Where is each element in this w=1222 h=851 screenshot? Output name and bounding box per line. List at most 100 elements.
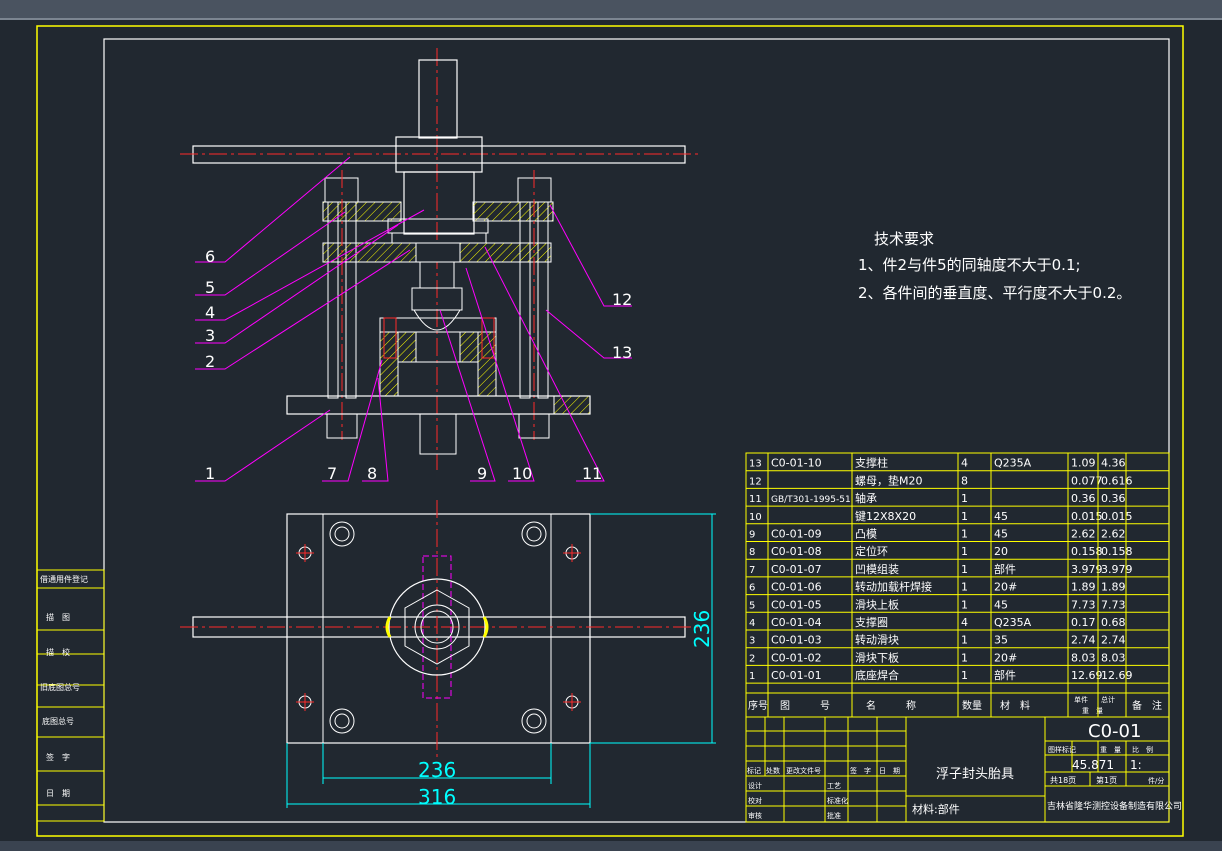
bom-cell: 0.158 xyxy=(1101,545,1133,558)
dim-inner: 236 xyxy=(418,758,456,782)
bom-cell: GB/T301-1995-51 xyxy=(771,495,851,505)
bom-cell: 20# xyxy=(994,581,1017,594)
bom-cell: 8.03 xyxy=(1101,651,1126,664)
bom-cell: 0.36 xyxy=(1071,492,1096,505)
balloon-8: 8 xyxy=(367,464,377,483)
balloon-7: 7 xyxy=(327,464,337,483)
balloon-5: 5 xyxy=(205,278,215,297)
technical-requirements: 技术要求 1、件2与件5的同轴度不大于0.1; 2、各件间的垂直度、平行度不大于… xyxy=(858,230,1131,302)
bom-cell: 部件 xyxy=(994,562,1016,576)
side-label: 日 期 xyxy=(46,789,70,798)
bom-cell: C0-01-09 xyxy=(771,528,822,541)
bom-cell: 螺母，垫M20 xyxy=(855,473,923,487)
weight-label: 重 量 xyxy=(1100,746,1121,754)
title-block[interactable] xyxy=(745,716,1170,823)
bom-cell: 1 xyxy=(961,598,968,611)
bom-cell: 11 xyxy=(749,494,762,505)
bom-cell: 转动加载杆焊接 xyxy=(855,580,932,594)
bom-cell: 转动滑块 xyxy=(855,633,899,647)
bom-cell: 滑块上板 xyxy=(855,597,899,611)
bom-cell: 2.74 xyxy=(1071,634,1096,647)
balloon-9: 9 xyxy=(477,464,487,483)
product-name: 浮子封头胎具 xyxy=(936,767,1014,782)
bom-cell: 5 xyxy=(749,600,755,611)
tech-line-1: 1、件2与件5的同轴度不大于0.1; xyxy=(858,256,1081,274)
balloon-10: 10 xyxy=(512,464,532,483)
balloon-13: 13 xyxy=(612,343,632,362)
bom-cell: 7 xyxy=(749,565,755,576)
rev-label: 日 期 xyxy=(879,767,900,775)
bom-cell: 3.979 xyxy=(1071,563,1103,576)
bom-cell: 45 xyxy=(994,598,1008,611)
bom-cell: 2.62 xyxy=(1071,528,1096,541)
bom-cell: 1.09 xyxy=(1071,457,1096,470)
bom-cell: 定位环 xyxy=(855,544,888,558)
bom-cell: 13 xyxy=(749,459,762,470)
bom-cell: 凸模 xyxy=(855,528,877,541)
bom-cell: 1 xyxy=(961,545,968,558)
bom-cell: 6 xyxy=(749,583,755,594)
bom-cell: 0.015 xyxy=(1101,510,1133,523)
front-view[interactable] xyxy=(180,48,700,470)
balloon-3: 3 xyxy=(205,326,215,345)
bom-cell: 35 xyxy=(994,634,1008,647)
bom-cell: 4 xyxy=(749,618,755,629)
outer-frame xyxy=(36,25,1184,837)
company-name: 吉林省隆华测控设备制造有限公司 xyxy=(1047,800,1182,812)
top-view[interactable] xyxy=(180,500,700,760)
side-label: 描 图 xyxy=(46,612,70,622)
bom-cell: C0-01-08 xyxy=(771,545,822,558)
balloon-2: 2 xyxy=(205,352,215,371)
role-label: 设计 xyxy=(748,781,762,790)
stage-label: 图样标记 xyxy=(1048,745,1076,754)
bom-cell: 4 xyxy=(961,616,968,629)
bom-cell: C0-01-07 xyxy=(771,563,822,576)
bom-cell: C0-01-04 xyxy=(771,616,822,629)
bom-cell: 滑块下板 xyxy=(855,650,899,664)
bom-cell: C0-01-06 xyxy=(771,581,822,594)
bom-cell: 3.979 xyxy=(1101,563,1133,576)
bom-cell: 1 xyxy=(961,528,968,541)
total-weight: 45.871 xyxy=(1072,758,1114,772)
bom-cell: 1 xyxy=(961,581,968,594)
bom-cell: 0.68 xyxy=(1101,616,1126,629)
bom-cell: 键12X8X20 xyxy=(855,509,916,523)
dim-outer: 316 xyxy=(418,785,456,809)
balloon-1: 1 xyxy=(205,464,215,483)
bom-cell: 20# xyxy=(994,651,1017,664)
bom-header-weight: 重 量 xyxy=(1082,707,1103,715)
bom-cell: 3 xyxy=(749,636,755,647)
bom-cell: 0.17 xyxy=(1071,616,1096,629)
sheet-number: 第1页 xyxy=(1096,775,1117,785)
bom-cell: 12.69 xyxy=(1101,669,1133,682)
bom-cell: 7.73 xyxy=(1071,598,1096,611)
bom-header-remark: 备 注 xyxy=(1132,699,1162,712)
bom-cell: 0.158 xyxy=(1071,545,1103,558)
bom-cell: 支撑圈 xyxy=(855,615,888,629)
bom-cell: C0-01-02 xyxy=(771,651,822,664)
bom-cell: 1.89 xyxy=(1101,581,1126,594)
role-label: 标准化 xyxy=(827,796,848,805)
bom-cell: 0.36 xyxy=(1101,492,1126,505)
side-label: 底图总号 xyxy=(42,716,74,726)
bom-cell: 部件 xyxy=(994,668,1016,682)
leader-lines xyxy=(195,156,632,482)
bom-cell: 1 xyxy=(961,492,968,505)
bom-cell: 4.36 xyxy=(1101,457,1126,470)
side-label: 签 字 xyxy=(46,752,70,762)
bom-cell: C0-01-10 xyxy=(771,457,822,470)
window-title-divider xyxy=(0,18,1222,20)
bom-cell: 1 xyxy=(749,671,755,682)
rev-label: 签 字 xyxy=(850,766,871,775)
side-label: 借通用件登记 xyxy=(40,574,88,584)
bom-cell: 12.69 xyxy=(1071,669,1103,682)
bom-cell: 轴承 xyxy=(855,491,877,505)
bom-cell: 1 xyxy=(961,510,968,523)
bom-cell: 8 xyxy=(749,547,755,558)
status-bar xyxy=(0,841,1222,851)
bom-cell: 45 xyxy=(994,528,1008,541)
bom-header-name: 名 称 xyxy=(866,699,916,712)
bom-cell: 1 xyxy=(961,669,968,682)
